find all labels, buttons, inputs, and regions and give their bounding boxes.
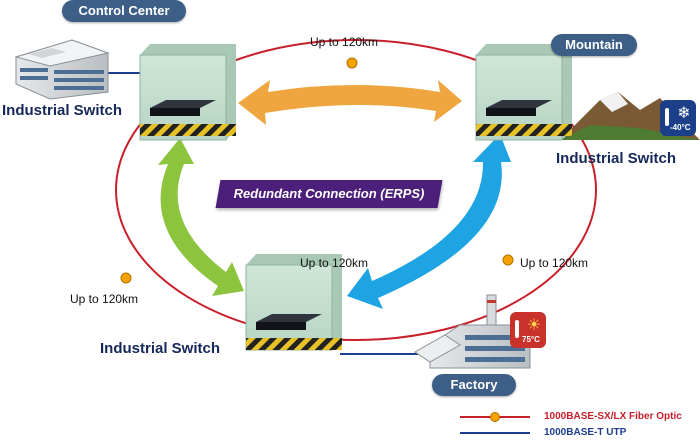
legend-fiber-line — [460, 412, 530, 422]
switch-box-bottom — [245, 254, 342, 351]
factory-label: Factory — [432, 374, 516, 396]
distance-label-top: Up to 120km — [310, 35, 379, 49]
svg-text:☀: ☀ — [527, 315, 541, 334]
redundant-connection-text: Redundant Connection (ERPS) — [233, 186, 425, 201]
fiber-ring — [115, 39, 597, 341]
snowflake-thermometer-icon: ❄ — [660, 100, 696, 136]
fiber-connector-top — [346, 57, 358, 69]
legend-fiber-text: 1000BASE-SX/LX Fiber Optic — [544, 411, 682, 422]
mountain-label: Mountain — [551, 34, 637, 56]
switch-label-top-left: Industrial Switch — [2, 102, 123, 119]
distance-label-left: Up to 120km — [70, 292, 139, 306]
blue-double-arrow — [347, 134, 511, 309]
fiber-connector-left — [120, 272, 132, 284]
switch-label-top-right: Industrial Switch — [556, 150, 677, 167]
switch-box-top-right — [475, 44, 572, 141]
switch-box-top-left — [139, 44, 236, 141]
green-double-arrow — [158, 138, 244, 296]
control-center-building — [14, 39, 110, 100]
control-center-label: Control Center — [62, 0, 186, 22]
legend-utp-text: 1000BASE-T UTP — [544, 427, 627, 438]
redundant-connection-label: Redundant Connection (ERPS) — [215, 180, 443, 208]
distance-label-right: Up to 120km — [520, 256, 589, 270]
sun-thermometer-icon: ☀ — [510, 312, 546, 348]
hot-temp-text: 75°C — [522, 335, 540, 344]
orange-double-arrow — [238, 80, 462, 125]
distance-label-bottom: Up to 120km — [300, 256, 369, 270]
cold-temp-text: -40°C — [670, 123, 691, 132]
svg-text:❄: ❄ — [677, 103, 690, 122]
fiber-connector-right — [502, 254, 514, 266]
switch-label-bottom: Industrial Switch — [100, 340, 221, 357]
